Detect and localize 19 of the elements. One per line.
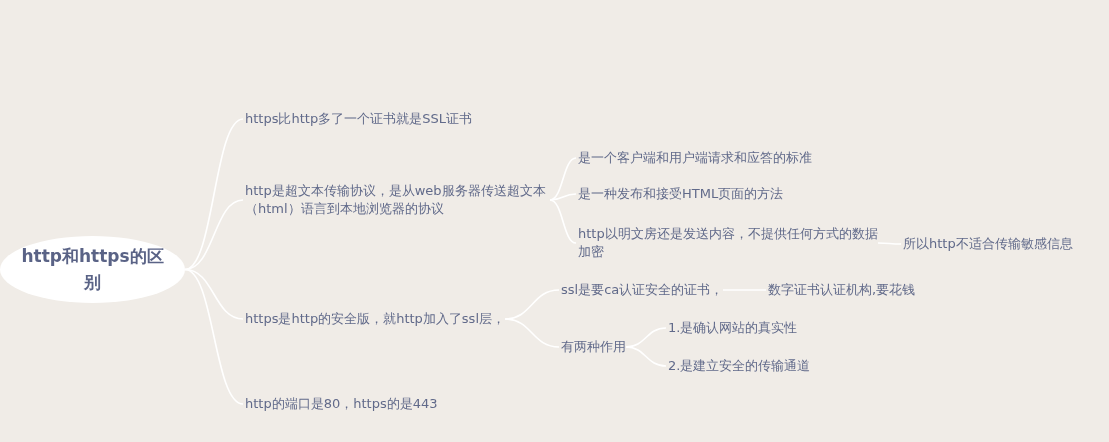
topic-text: ssl是要ca认证安全的证书， (561, 277, 724, 303)
topic-text: http以明文房还是发送内容，不提供任何方式的数据加密 (578, 221, 878, 265)
topic-text: 是一个客户端和用户端请求和应答的标准 (578, 145, 812, 171)
topic-text: https比http多了一个证书就是SSL证书 (245, 106, 472, 132)
central-topic: http和https的区别 (0, 236, 185, 303)
branch-line (504, 318, 560, 348)
topic-text: http的端口是80，https的是443 (245, 391, 438, 417)
topic-text: 2.是建立安全的传输通道 (668, 353, 811, 379)
topic-text: 所以http不适合传输敏感信息 (903, 231, 1073, 257)
topic-text: http是超文本传输协议，是从web服务器传送超文本（html）语言到本地浏览器的协议 (245, 178, 550, 222)
branch-line (625, 346, 667, 367)
topic-text: 有两种作用 (561, 334, 626, 360)
branch-line (184, 268, 244, 405)
topic-text: 1.是确认网站的真实性 (668, 315, 798, 341)
topic-text: 数字证书认证机构,要花钱 (768, 277, 916, 303)
branch-line (549, 199, 577, 244)
topic-text: https是http的安全版，就http加入了ssl层， (245, 306, 505, 332)
topic-text: 是一种发布和接受HTML页面的方法 (578, 181, 784, 207)
branch-line (549, 157, 577, 201)
